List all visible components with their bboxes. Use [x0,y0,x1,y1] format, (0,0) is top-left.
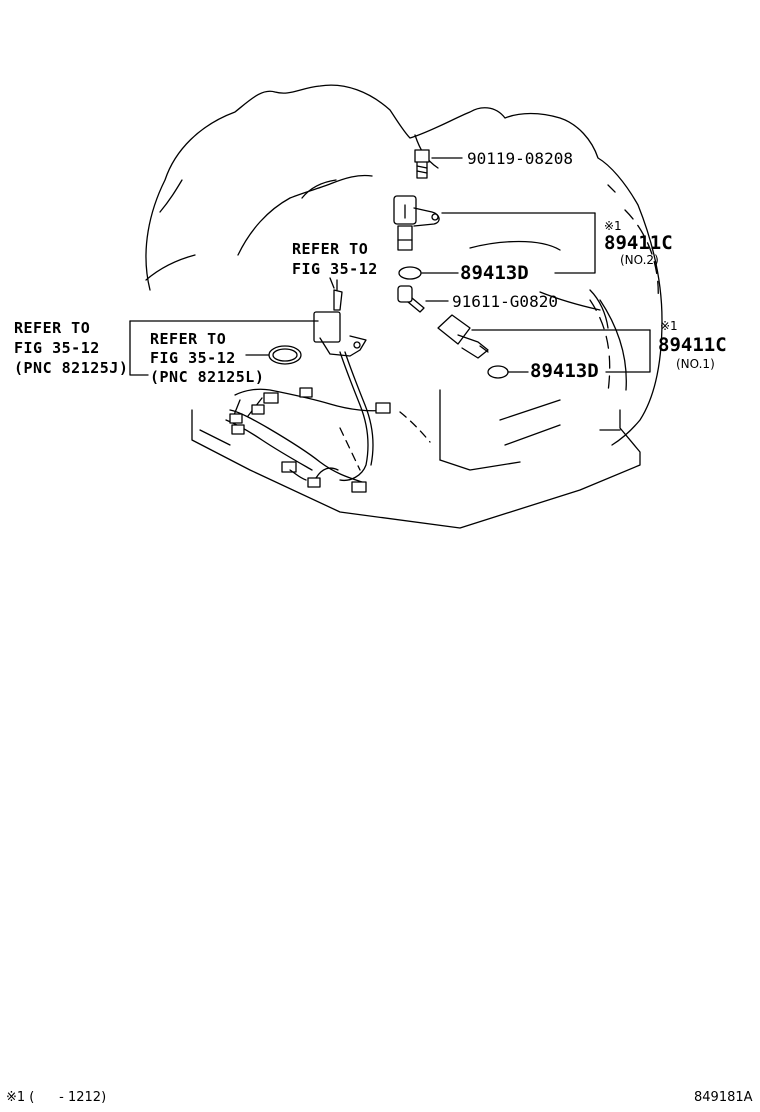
bracket-no2 [554,212,596,274]
part-bolt-upper: 90119-08208 [467,149,573,168]
oring-upper-icon [398,266,459,280]
ref-top-line2: FIG 35-12 [292,260,378,278]
part-sensor-no2-note: (NO.2) [620,253,659,267]
bracket-no1 [605,329,651,373]
oring-ref-icon [245,345,302,365]
ref-left-line3: (PNC 82125J) [14,359,129,377]
bolt-lower-icon [397,285,449,313]
transmission-housing [145,84,663,529]
part-sensor-no1-mark: ※1 [660,319,678,333]
wire-harness-icon [225,387,391,493]
ref-mid-line3: (PNC 82125L) [150,368,265,386]
speed-sensor-cable-icon [313,279,374,482]
ref-top-line1: REFER TO [292,240,369,258]
part-oring-lower: 89413D [530,360,599,382]
sensor-no2-icon [393,195,596,251]
oring-lower-icon [487,365,529,379]
bolt-upper-icon [414,149,463,179]
transmission-sensor-diagram [129,84,663,529]
sensor-no1-icon [437,314,651,359]
ref-top-leader [329,277,335,289]
part-bolt-lower: 91611-G0820 [452,292,558,311]
part-oring-upper: 89413D [460,262,529,284]
illustration-id: 849181A [694,1090,753,1105]
part-sensor-no2-mark: ※1 [604,219,622,233]
ref-mid-line2: FIG 35-12 [150,349,236,367]
ref-left-line1: REFER TO [14,319,91,337]
ref-mid-line1: REFER TO [150,330,227,348]
footer-note: ※1 ( - 1212) [6,1090,107,1105]
ref-left-line2: FIG 35-12 [14,339,100,357]
ref-left-bracket [129,320,319,376]
part-sensor-no2: 89411C [604,232,673,254]
part-sensor-no1-note: (NO.1) [676,357,715,371]
part-sensor-no1: 89411C [658,334,727,356]
